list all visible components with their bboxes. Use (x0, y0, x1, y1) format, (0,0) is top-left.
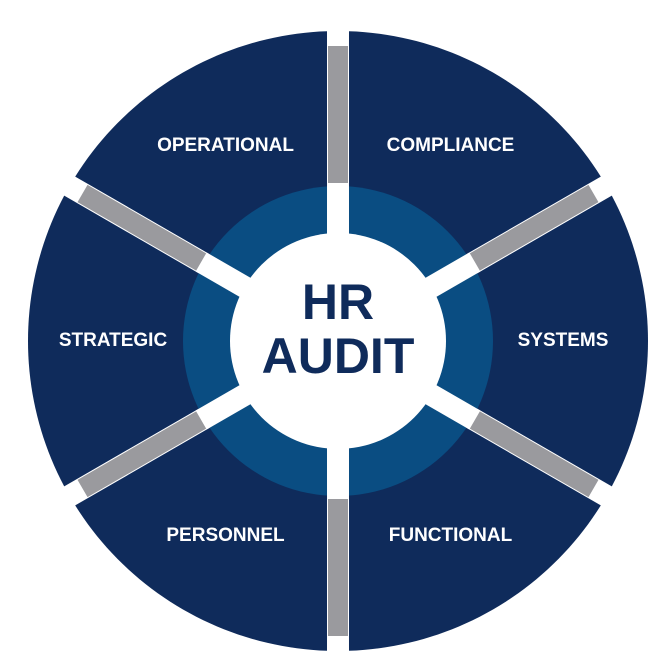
divider-bar (454, 184, 599, 280)
center-title-line1: HR (302, 274, 374, 330)
segment-label-operational: OPERATIONAL (157, 135, 294, 156)
inner-spoke (419, 252, 481, 301)
center-title-line2: AUDIT (262, 328, 415, 384)
segment-strategic (28, 195, 298, 487)
segment-systems (378, 195, 648, 487)
spoke-group (195, 183, 481, 499)
label-group: COMPLIANCE SYSTEMS FUNCTIONAL PERSONNEL STRA… (59, 135, 609, 546)
segment-label-compliance: COMPLIANCE (387, 135, 515, 156)
segment-label-strategic: STRATEGIC (59, 330, 168, 351)
center-circle (230, 233, 446, 449)
segment-label-functional: FUNCTIONAL (389, 525, 513, 546)
segment-label-personnel: PERSONNEL (166, 525, 285, 546)
divider-bar (77, 402, 222, 498)
divider-bar (454, 402, 599, 498)
inner-spoke (195, 381, 257, 430)
segment-label-systems: SYSTEMS (518, 330, 609, 351)
inner-spoke (419, 381, 481, 430)
divider-bar (77, 184, 222, 280)
divider-group (77, 46, 599, 636)
inner-spoke (195, 252, 257, 301)
